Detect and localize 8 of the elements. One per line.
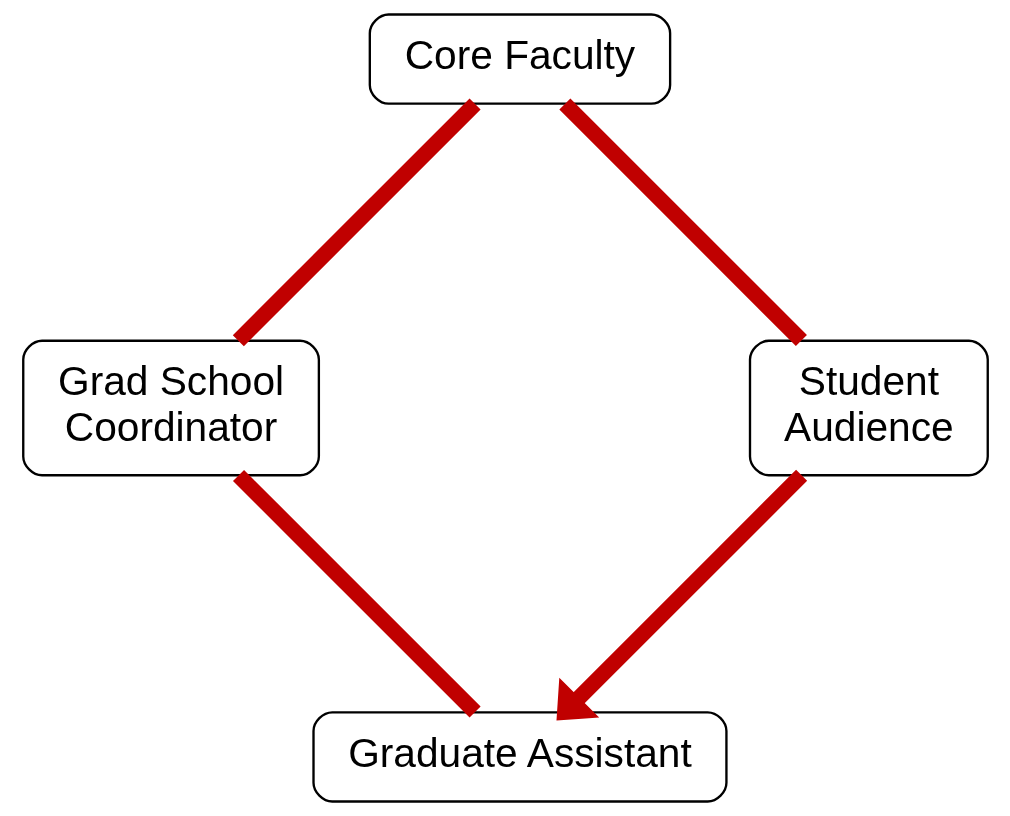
node-box: Grad School Coordinator xyxy=(21,339,320,477)
node-box: Graduate Assistant xyxy=(311,711,728,803)
node-box: Student Audience xyxy=(748,339,989,477)
node-box: Core Faculty xyxy=(368,13,671,105)
connector xyxy=(558,98,807,347)
connector xyxy=(232,469,481,718)
connector xyxy=(232,98,481,347)
arrow xyxy=(555,469,807,721)
